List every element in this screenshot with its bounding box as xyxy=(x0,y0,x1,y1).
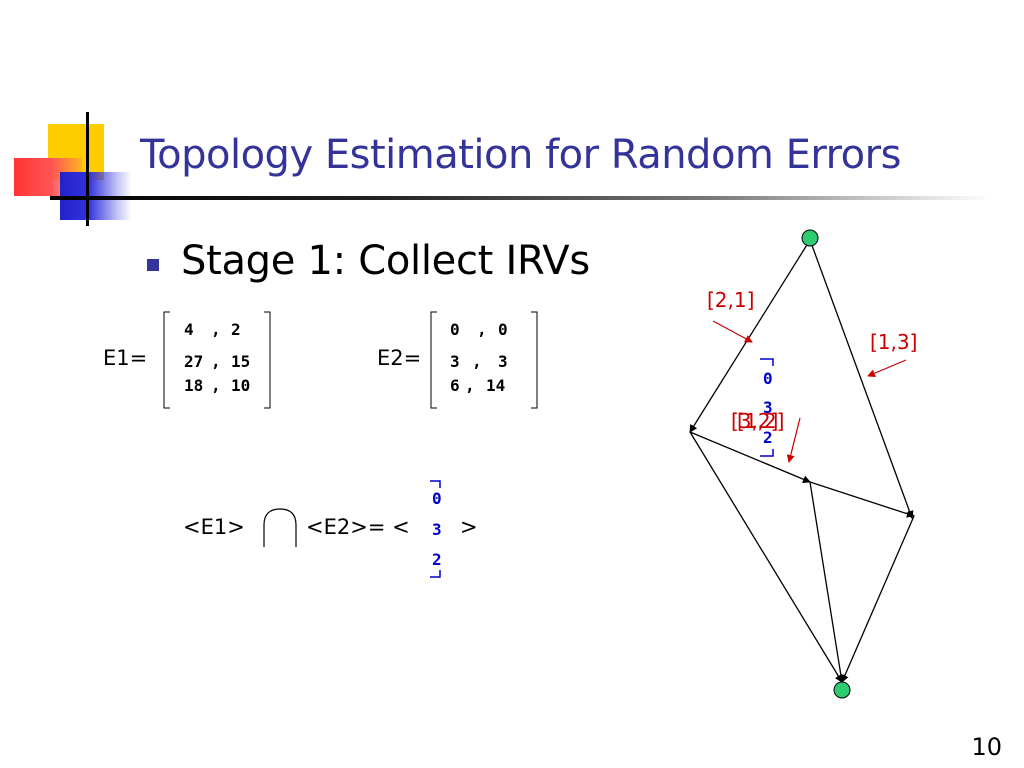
bullet-text: Stage 1: Collect IRVs xyxy=(181,238,590,284)
e2-r2-b: 3 xyxy=(498,352,508,371)
e2-set-label: <E2>= < xyxy=(306,515,410,539)
e1-r1-b: 2 xyxy=(231,320,241,339)
path-vector-0: 0 xyxy=(763,369,773,388)
e1-r1-a: 4 xyxy=(184,320,194,339)
bullet-marker xyxy=(147,259,159,271)
path-vector-2: 2 xyxy=(763,428,773,447)
e1-r2-sep: , xyxy=(211,352,221,371)
edge-top-left xyxy=(689,239,811,433)
label-pointer-13 xyxy=(867,359,907,377)
e2-matrix-brackets xyxy=(430,311,538,409)
e2-r3-a: 6 xyxy=(450,376,460,395)
e2-r2-sep: , xyxy=(472,352,482,371)
edge-top-right xyxy=(809,239,914,519)
e2-r3-sep: , xyxy=(465,376,475,395)
edge-label-1-2: [1,2] xyxy=(737,409,785,433)
logo-vertical-line xyxy=(86,112,89,226)
result-vector-brackets xyxy=(430,480,441,578)
edge-label-3-2: [3,2] xyxy=(731,409,779,433)
e1-r3-sep: , xyxy=(211,376,221,395)
e1-r3-a: 18 xyxy=(184,376,204,395)
e2-r1-a: 0 xyxy=(450,320,460,339)
e2-r2-a: 3 xyxy=(450,352,460,371)
title-underline xyxy=(50,196,990,200)
result-vector-1: 3 xyxy=(432,520,442,539)
edge-right-bottom xyxy=(841,515,915,683)
e1-r2-b: 15 xyxy=(231,352,251,371)
e1-r3-b: 10 xyxy=(231,376,251,395)
e1-label: E1= xyxy=(103,346,148,370)
e2-label: E2= xyxy=(377,346,422,370)
e1-r1-sep: , xyxy=(211,320,221,339)
e2-r3-b: 14 xyxy=(486,376,506,395)
edge-middle-bottom xyxy=(809,481,845,683)
slide-title: Topology Estimation for Random Errors xyxy=(140,132,901,178)
sink-node xyxy=(833,681,851,699)
edge-label-1-3: [1,3] xyxy=(870,330,918,354)
source-node xyxy=(801,229,819,247)
e1-r2-a: 27 xyxy=(184,352,204,371)
e1-set-label: <E1> xyxy=(183,515,245,539)
result-close-bracket: > xyxy=(460,515,478,539)
intersection-symbol-icon xyxy=(263,508,297,547)
label-pointer-32 xyxy=(786,417,801,463)
edge-left-middle xyxy=(689,431,811,483)
path-vector-bracket-bottom xyxy=(760,449,774,457)
label-pointer-21 xyxy=(712,320,753,343)
path-vector-1: 3 xyxy=(763,398,773,417)
result-vector-0: 0 xyxy=(432,489,442,508)
e2-r1-sep: , xyxy=(477,320,487,339)
edge-middle-right xyxy=(809,481,915,518)
e2-r1-b: 0 xyxy=(498,320,508,339)
page-number: 10 xyxy=(971,733,1002,761)
result-vector-2: 2 xyxy=(432,550,442,569)
e1-matrix-brackets xyxy=(163,311,271,409)
edge-label-2-1: [2,1] xyxy=(707,288,755,312)
path-vector-bracket-top xyxy=(760,358,774,366)
edge-left-bottom xyxy=(689,431,843,683)
